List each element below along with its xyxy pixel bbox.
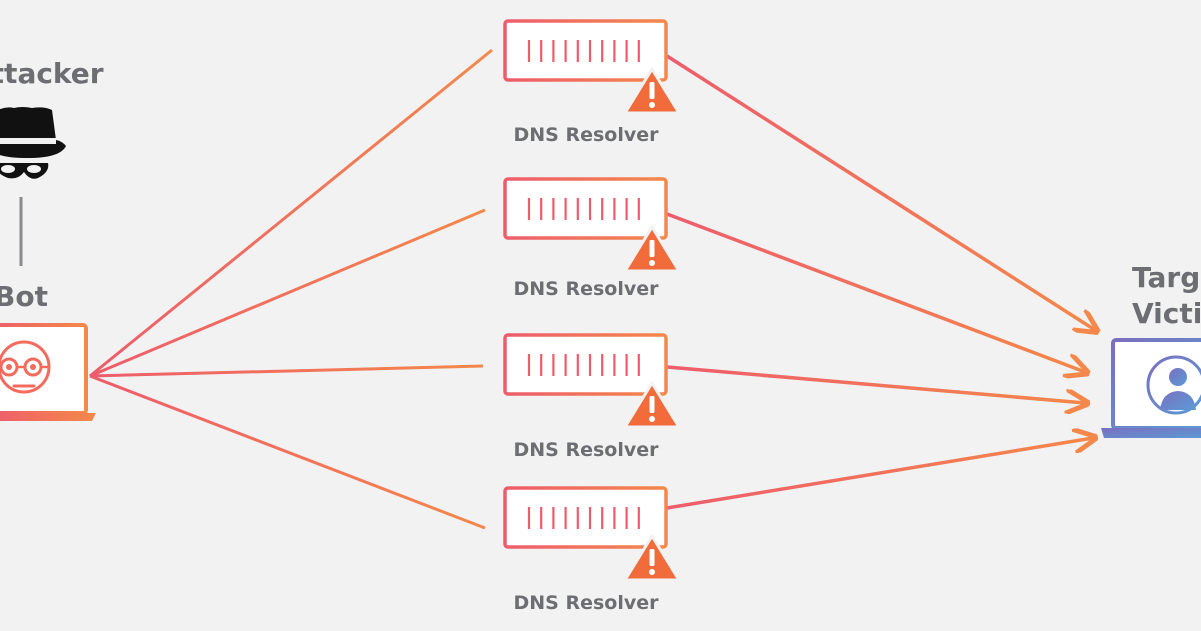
request-line-3 [89,364,484,378]
request-line-1 [89,48,493,378]
resolver-label: DNS Resolver [513,439,659,461]
server-icon [503,486,668,560]
resolver-server-3 [503,333,681,429]
spy-hat-icon [0,107,66,179]
warning-triangle-icon [623,225,681,273]
request-line-2 [89,208,486,378]
target-label-line1: Target [1132,261,1201,294]
warning-triangle-icon [623,534,681,582]
request-lines [89,48,493,530]
server-icon [503,177,668,251]
warning-triangle-icon [623,381,681,429]
response-line-4 [666,438,1093,510]
resolver-group [503,19,681,582]
server-icon [503,19,668,93]
user-laptop-icon [1101,338,1201,438]
attacker-label: Attacker [0,57,104,90]
target-label-line2: Victim [1132,297,1201,330]
resolver-server-4 [503,486,681,582]
resolver-server-2 [503,177,681,273]
resolver-label: DNS Resolver [513,592,659,614]
request-line-4 [89,374,486,530]
bot-label: Bot [0,280,48,313]
response-line-3 [666,365,1085,403]
robot-laptop-icon [0,323,96,421]
response-lines [666,54,1095,510]
resolver-label: DNS Resolver [513,124,659,146]
server-icon [503,333,668,407]
response-line-1 [666,54,1095,330]
resolver-server-1 [503,19,681,115]
response-line-2 [666,212,1085,372]
resolver-label: DNS Resolver [513,278,659,300]
warning-triangle-icon [623,67,681,115]
